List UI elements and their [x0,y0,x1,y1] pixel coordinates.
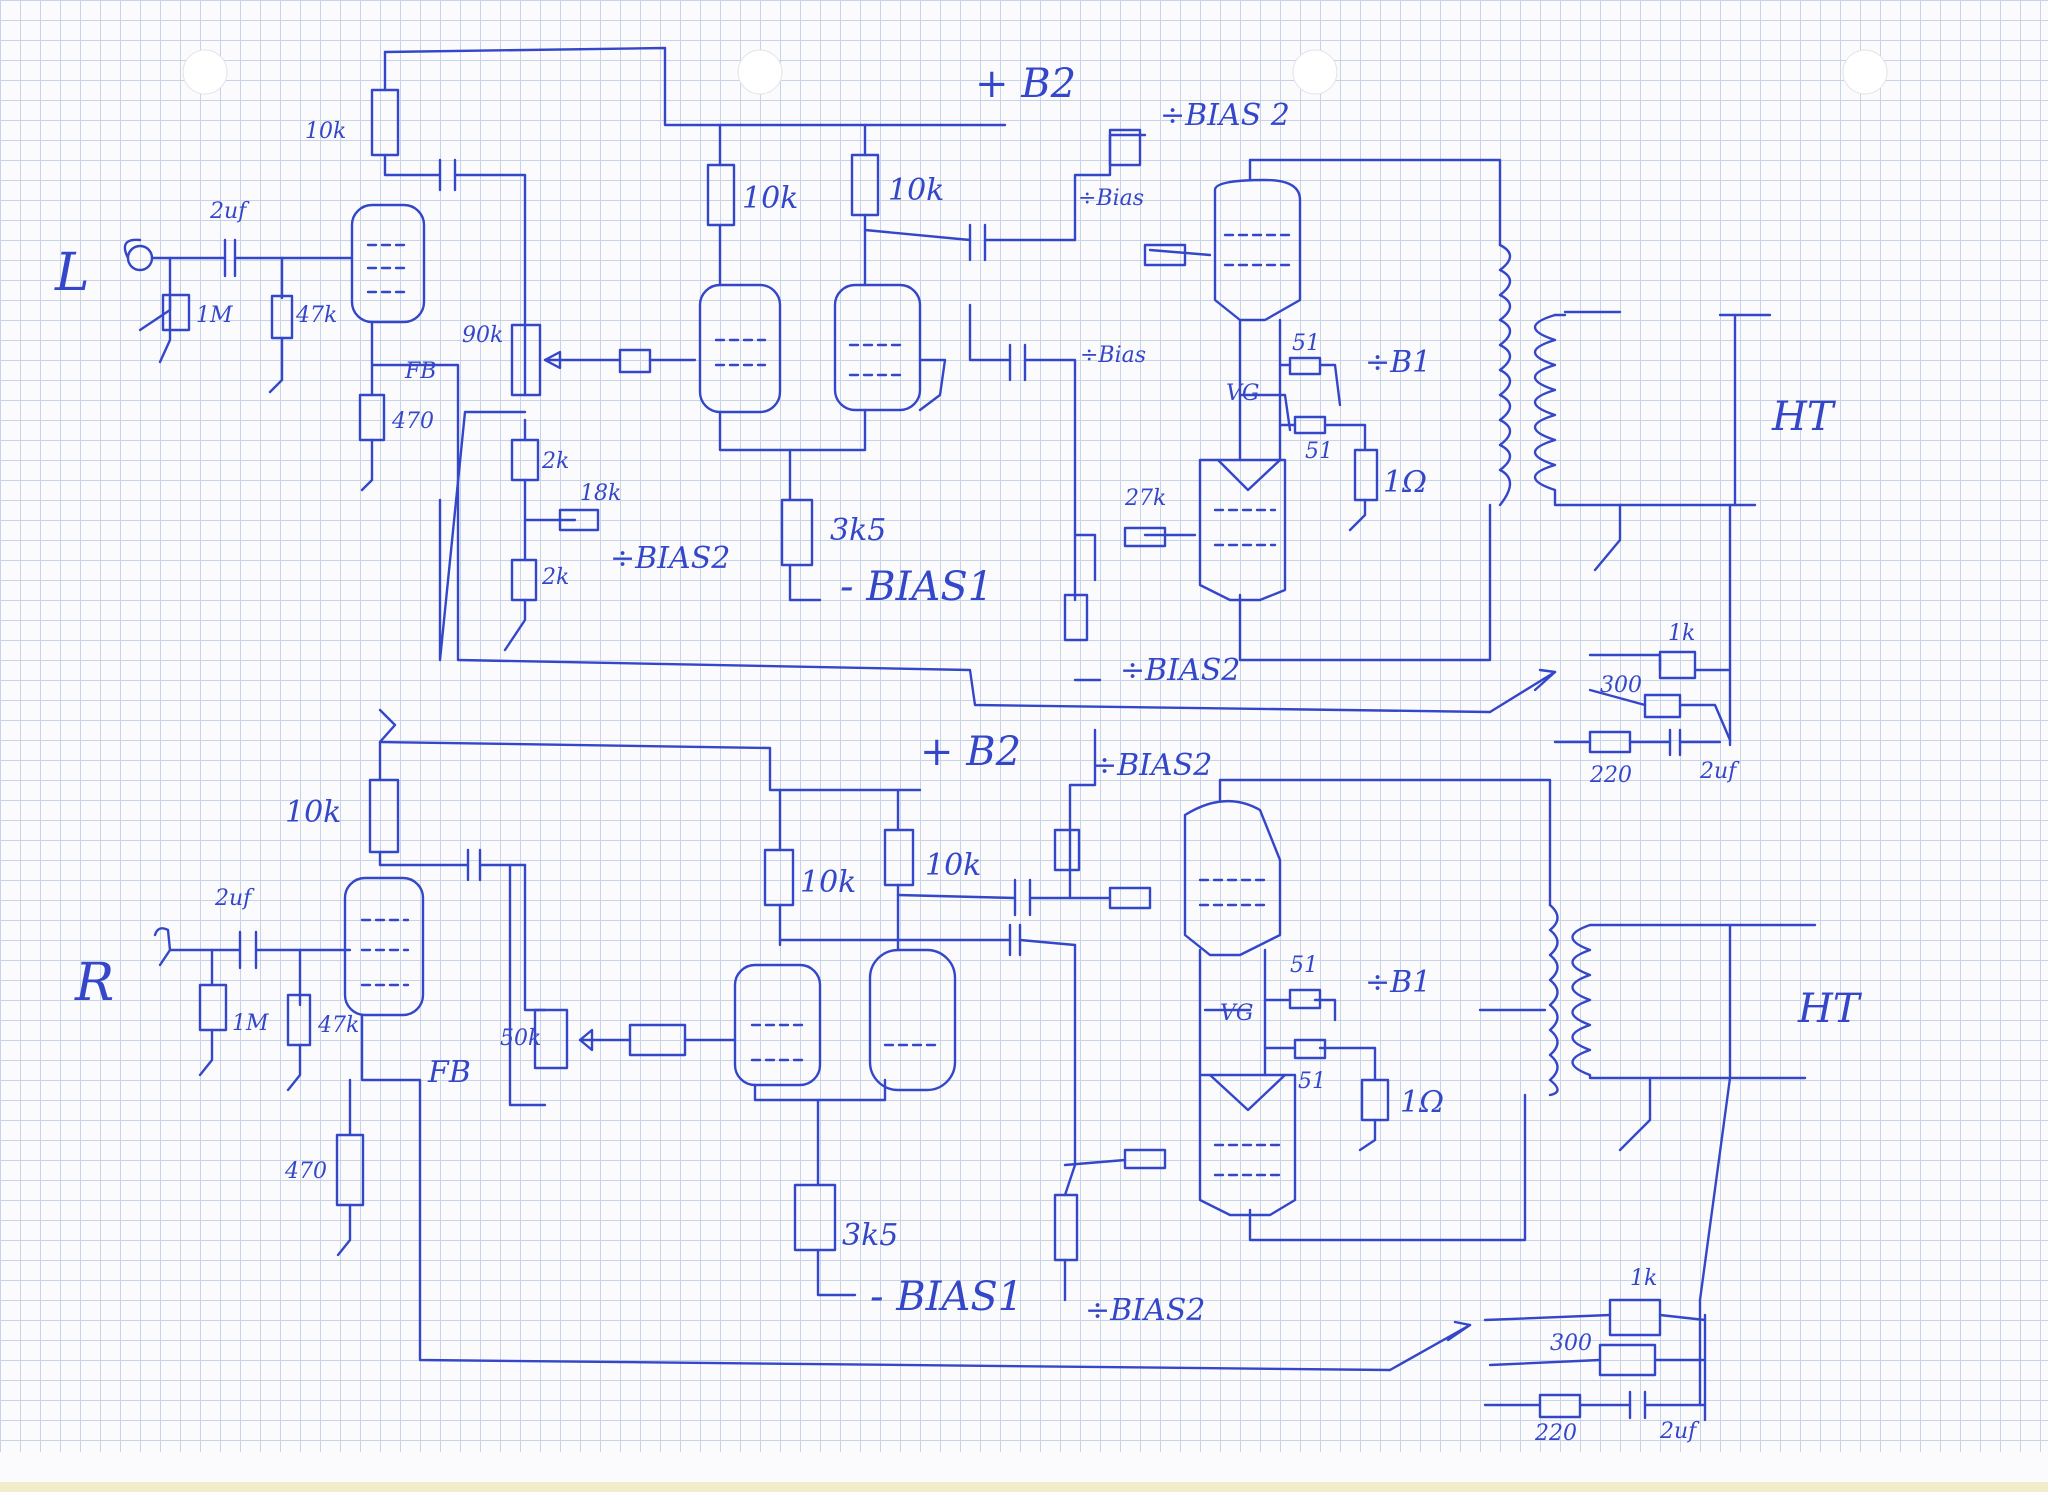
right-r-pi-1: 10k [800,865,856,900]
right-pot: 50k [500,1026,541,1051]
right-fb-r1: 1k [1630,1266,1657,1291]
left-r-tail: 3k5 [830,513,886,548]
right-r-plate: 10k [285,795,341,830]
left-r-plate: 10k [305,119,346,144]
right-bias-bottom: ÷BIAS2 [1085,1293,1205,1328]
pi-tube-right-a [733,963,822,1087]
right-r-sg-1: 51 [1290,953,1318,978]
right-r-cathode: 470 [284,1159,327,1184]
left-bias-grid-b: ÷Bias [1080,343,1146,368]
left-r-1m: 1M [196,303,233,328]
right-labels: R 2uf 1M 47k 10k FB 470 50k + B2 10k 10k… [74,729,1863,1446]
left-fb-cap: 2uf [1699,759,1740,784]
left-fb-r1: 1k [1668,621,1695,646]
output-tube-left-bottom [1198,458,1287,602]
output-tube-right-bottom [1198,1073,1297,1217]
input-tube-right [343,876,425,1017]
right-fb-r3: 220 [1534,1421,1577,1446]
right-fb-r2: 300 [1550,1331,1592,1356]
left-fb-r2: 300 [1600,673,1642,698]
left-r-pi-2: 10k [888,173,944,208]
right-r-47k: 47k [317,1013,359,1038]
left-r-cathode: 470 [391,409,434,434]
right-r-sg-2: 51 [1298,1069,1326,1094]
left-bias-tail: - BIAS1 [840,564,993,610]
left-components [161,88,1697,754]
right-input-label: R [74,953,114,1013]
left-supply: + B2 [975,61,1076,107]
left-r-pi-1: 10k [742,181,798,216]
left-r-sg-2: 51 [1305,439,1333,464]
right-bias-top: ÷BIAS2 [1092,748,1212,783]
left-r-grid-out: 27k [1124,486,1166,511]
left-channel-wiring [123,46,1772,757]
left-labels: L 2uf 1M 47k 10k FB 470 90k 2k 18k 2k ÷B… [54,61,1837,788]
right-r-pi-2: 10k [925,848,981,883]
left-div-r1: 2k [541,449,569,474]
right-vg: VG [1220,1001,1253,1026]
left-output: HT [1771,394,1837,440]
left-input-label: L [54,243,90,303]
left-div-r3: 2k [541,565,569,590]
left-vg: VG [1226,381,1259,406]
left-bias-bottom: ÷BIAS2 [1120,653,1240,688]
right-channel-wiring [153,708,1817,1422]
left-r-sg-1: 51 [1292,331,1320,356]
left-bias-top: ÷BIAS 2 [1160,98,1290,133]
right-supply: + B2 [920,729,1021,775]
right-r-fb1: ÷B1 [1365,965,1431,1000]
right-fb-label: FB [427,1055,471,1090]
left-r-sense: 1Ω [1383,465,1427,500]
left-pot: 90k [462,323,503,348]
output-tube-right-top [1183,800,1282,957]
pi-tube-left-b [833,283,922,412]
left-bias-grid-a: ÷Bias [1078,186,1144,211]
pi-tube-left-a [698,283,782,414]
left-input-cap: 2uf [209,199,250,224]
right-output: HT [1797,986,1863,1032]
left-fb-r3: 220 [1589,763,1632,788]
right-components [198,778,1662,1419]
left-div-r2: 18k [580,481,621,506]
right-fb-cap: 2uf [1659,1419,1700,1444]
left-r-fb1: ÷B1 [1365,345,1431,380]
right-r-sense: 1Ω [1400,1085,1444,1120]
input-tube-left [350,203,426,324]
right-input-cap: 2uf [214,886,255,911]
right-r-1m: 1M [232,1011,269,1036]
binder-holes [182,49,1888,95]
left-r-47k: 47k [295,303,337,328]
pi-tube-right-b [868,948,957,1092]
right-bias-tail: - BIAS1 [870,1274,1023,1320]
left-bias-div: ÷BIAS2 [610,541,730,576]
output-tube-left-top [1213,178,1302,322]
left-fb-label: FB [404,359,436,384]
right-r-tail: 3k5 [842,1218,898,1253]
